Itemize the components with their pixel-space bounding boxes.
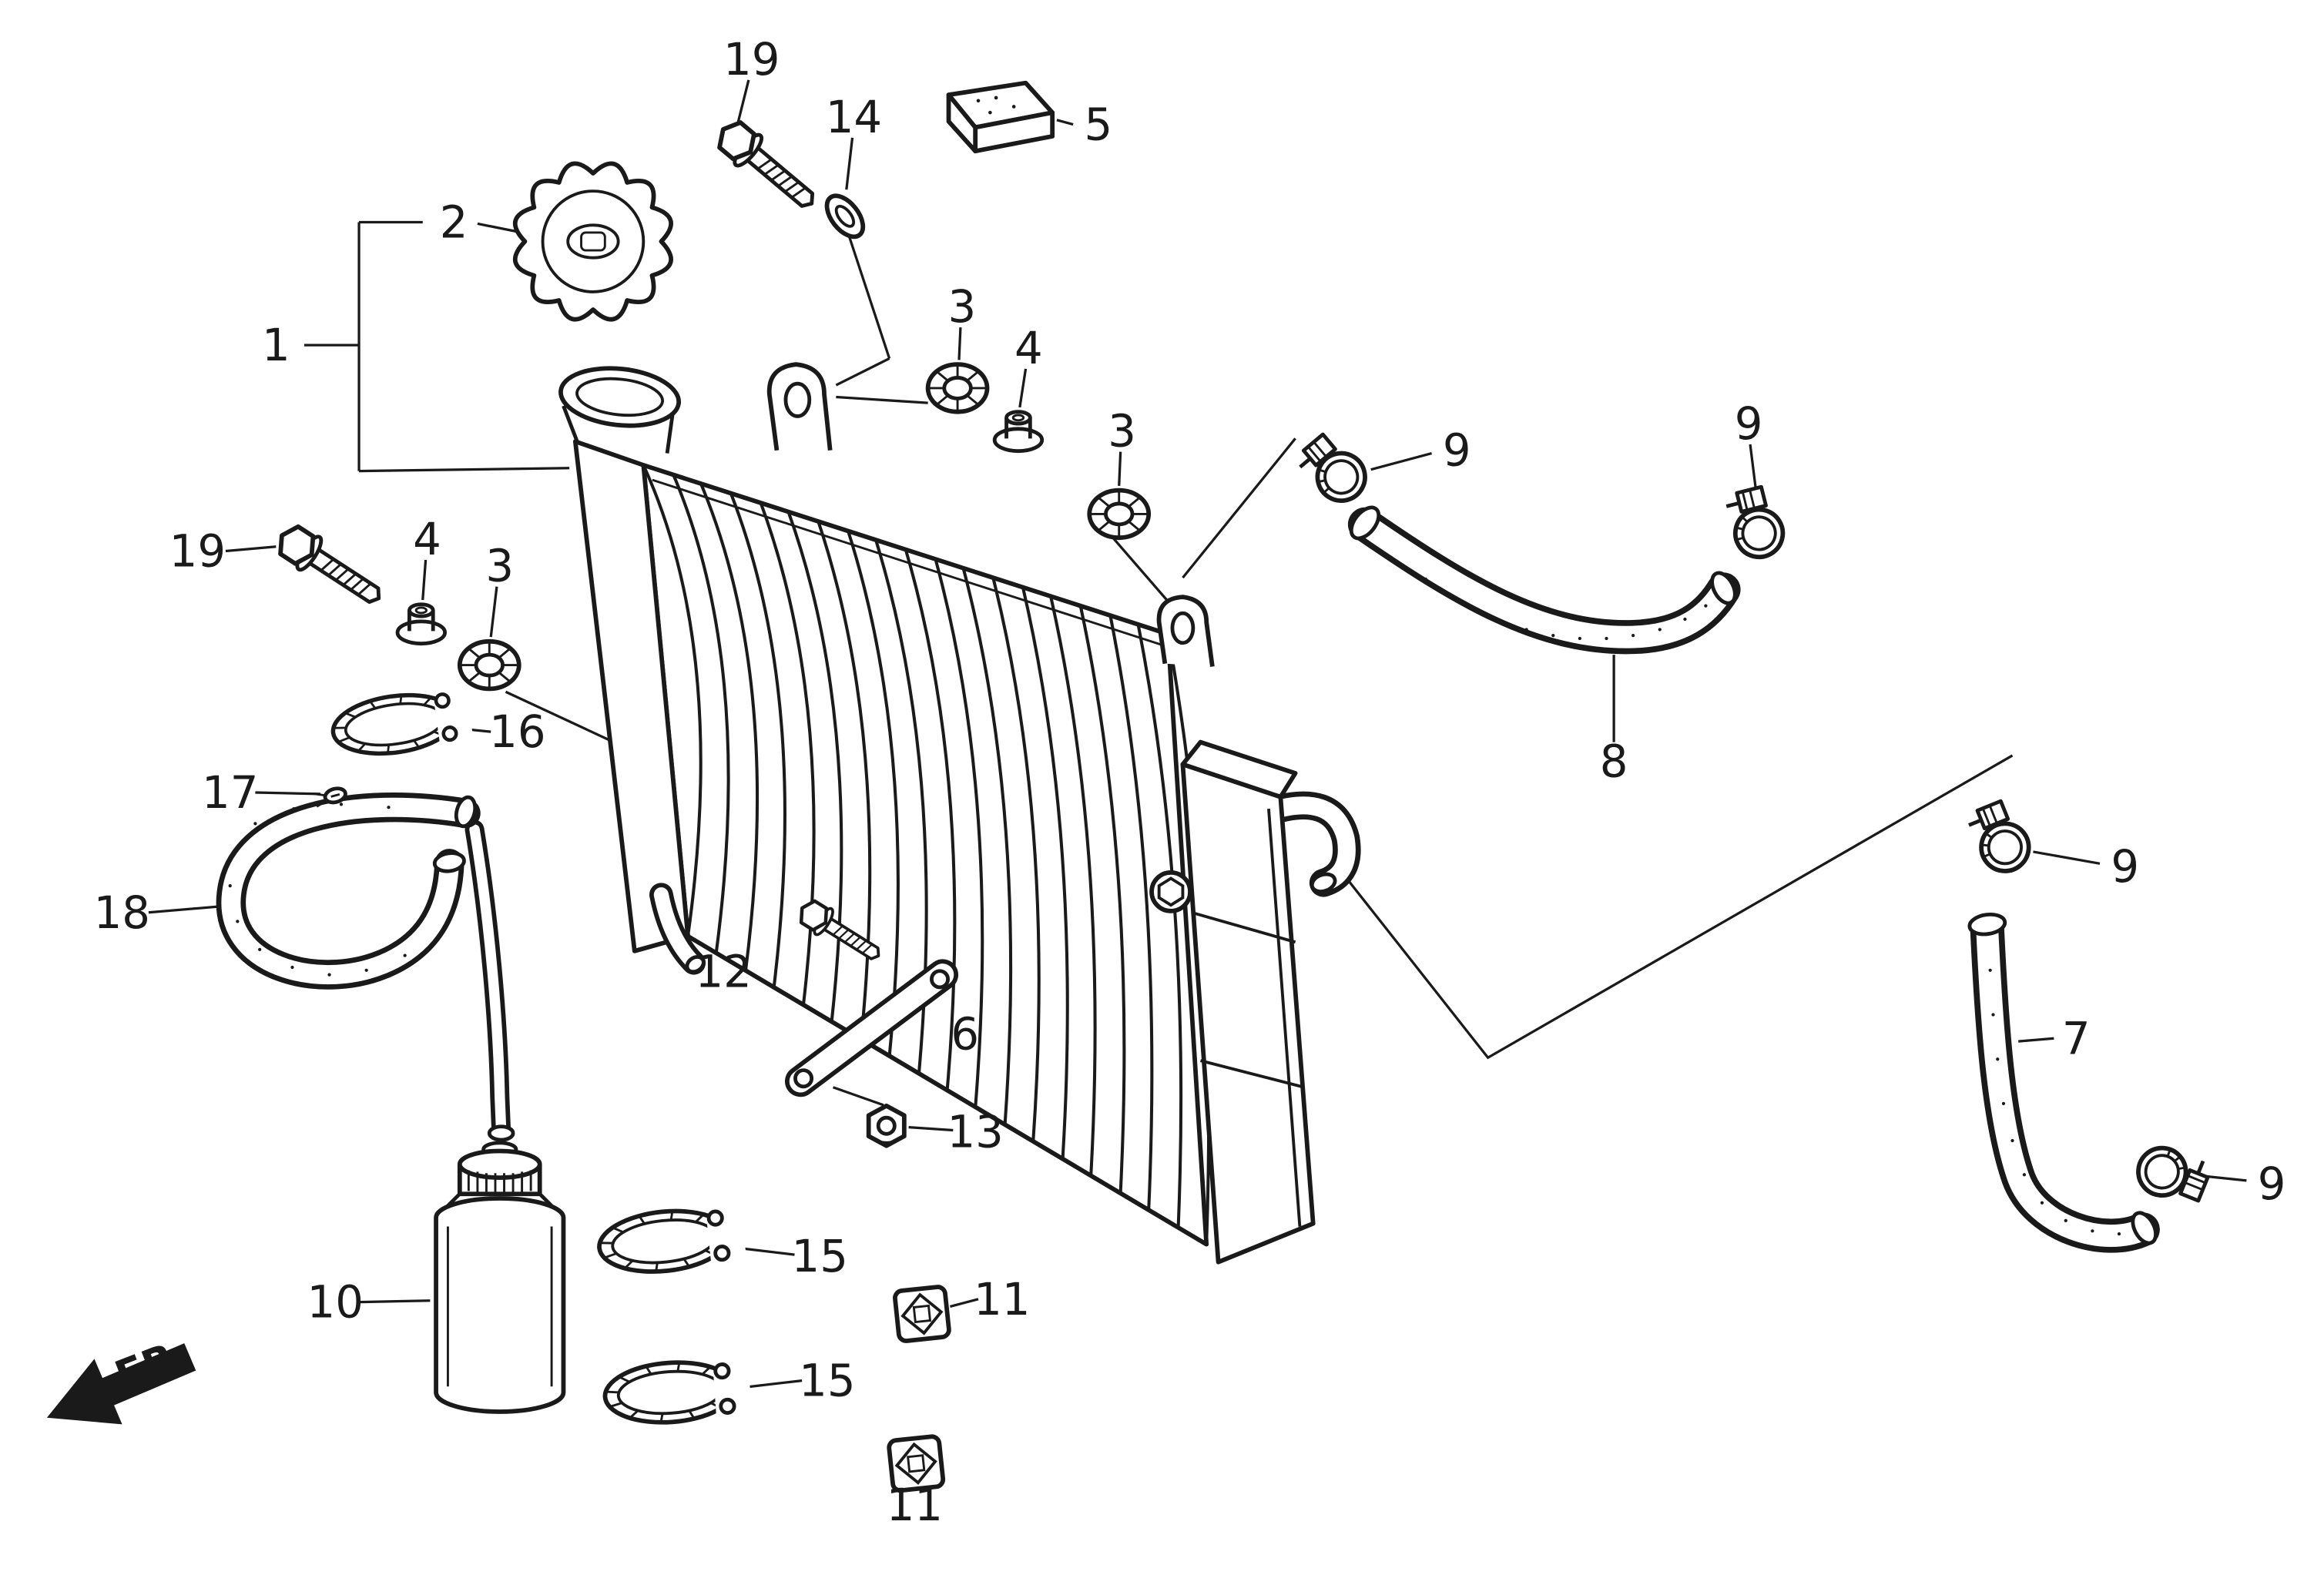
radiator-assembly [558,362,1361,1265]
mount-bracket-upper [766,362,833,451]
callout-15b: 15 [799,1355,855,1407]
callout-19b: 19 [169,524,226,577]
callout-4b: 4 [413,513,441,565]
callout-9b: 9 [1735,397,1763,450]
callout-12: 12 [695,946,751,998]
clamp-9c [1960,798,2034,873]
callout-6: 6 [951,1008,979,1061]
mount-boss [1149,870,1192,913]
callout-9a: 9 [1443,424,1471,477]
collar-4a [994,412,1042,451]
callout-9c: 9 [2111,840,2139,893]
hose-18-texture [228,803,407,977]
clip-16 [329,686,473,761]
callout-2: 2 [440,196,468,249]
callout-15a: 15 [791,1230,847,1282]
callout-11b: 11 [887,1479,943,1531]
grommet-3b [1089,491,1149,538]
callout-5: 5 [1084,99,1112,151]
callout-1: 1 [262,319,290,371]
grommet-3c [460,642,519,689]
grommet-3a [928,364,988,412]
clip-11a [894,1286,950,1342]
callout-3a: 3 [947,280,976,333]
callout-8: 8 [1600,736,1628,788]
callout-3b: 3 [1108,405,1136,457]
callout-3c: 3 [485,540,514,592]
radiator-outlet-stub [1254,791,1361,897]
leader-lines [148,79,2247,1389]
collar-4b [397,605,445,644]
hose-7-texture [1988,968,2121,1236]
callout-13: 13 [947,1105,1003,1158]
left-tank [572,439,706,975]
band-clamp-15b [603,1357,752,1426]
nut-13 [866,1103,907,1148]
clamp-9b [1712,479,1793,562]
pad-5 [946,80,1055,154]
hose-8 [1347,505,1741,655]
reserve-tank-10 [434,1141,566,1414]
callout-11a: 11 [974,1273,1030,1325]
callout-17: 17 [202,766,258,819]
callout-7: 7 [2062,1012,2091,1064]
radiator-cap [512,161,673,322]
mount-bracket-right [1156,595,1215,667]
radiator-core [641,463,1211,1247]
callout-18: 18 [94,886,150,939]
stay-6 [785,959,959,1097]
clamp-9d [2128,1126,2224,1222]
callout-10: 10 [307,1276,364,1329]
callout-19a: 19 [723,33,780,85]
callout-16: 16 [489,705,545,758]
bolt-19a [711,115,824,219]
bolt-19b [271,519,389,615]
callout-4a: 4 [1014,322,1043,374]
hose-8-texture [1424,577,1708,641]
hose-18 [216,792,515,1142]
callout-9d: 9 [2258,1158,2286,1210]
washer-14 [824,193,866,240]
filler-neck [558,366,682,454]
clamp-9a [1289,427,1370,509]
clip-17 [313,786,347,808]
band-clamp-15a [596,1204,746,1278]
hose-7 [1967,912,2160,1253]
callout-14: 14 [826,91,882,143]
fr-label: FR. [109,1328,198,1401]
fr-arrow: FR. [46,1328,198,1425]
right-tank [1180,739,1316,1265]
